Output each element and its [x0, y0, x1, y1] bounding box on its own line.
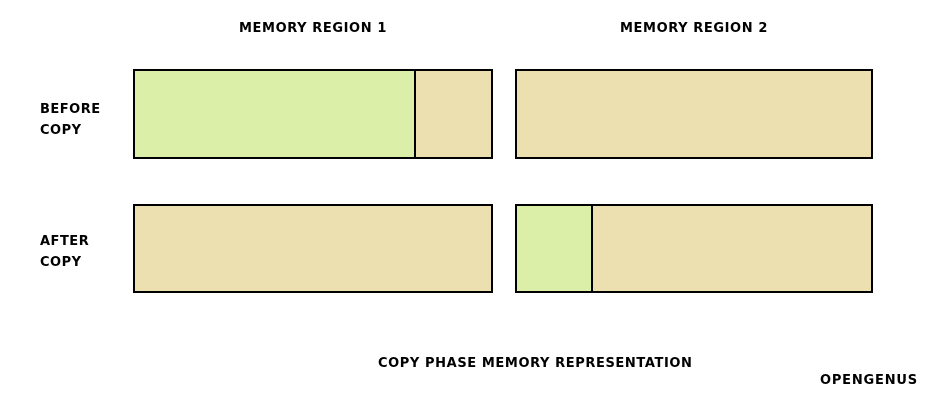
memory-bar-before-region-1 — [133, 69, 493, 159]
row-label-after-copy-line2: COPY — [40, 255, 82, 270]
memory-bar-after-region-2 — [515, 204, 873, 293]
column-title-memory-region-2: MEMORY REGION 2 — [620, 21, 768, 36]
column-title-memory-region-1: MEMORY REGION 1 — [239, 21, 387, 36]
memory-segment-occupied — [517, 206, 592, 291]
row-label-before-copy-line2: COPY — [40, 123, 82, 138]
row-label-before-copy-line1: BEFORE — [40, 102, 101, 117]
memory-segment-free — [517, 71, 871, 157]
row-label-after-copy: AFTER COPY — [40, 231, 89, 273]
memory-bar-before-region-2 — [515, 69, 873, 159]
diagram-caption: COPY PHASE MEMORY REPRESENTATION — [378, 356, 693, 371]
opengenus-watermark: OPENGENUS — [820, 373, 918, 388]
memory-segment-occupied — [135, 71, 414, 157]
memory-segment-free — [413, 71, 491, 157]
memory-segment-free — [591, 206, 871, 291]
row-label-before-copy: BEFORE COPY — [40, 99, 101, 141]
memory-segment-free — [135, 206, 491, 291]
memory-bar-after-region-1 — [133, 204, 493, 293]
row-label-after-copy-line1: AFTER — [40, 234, 90, 249]
